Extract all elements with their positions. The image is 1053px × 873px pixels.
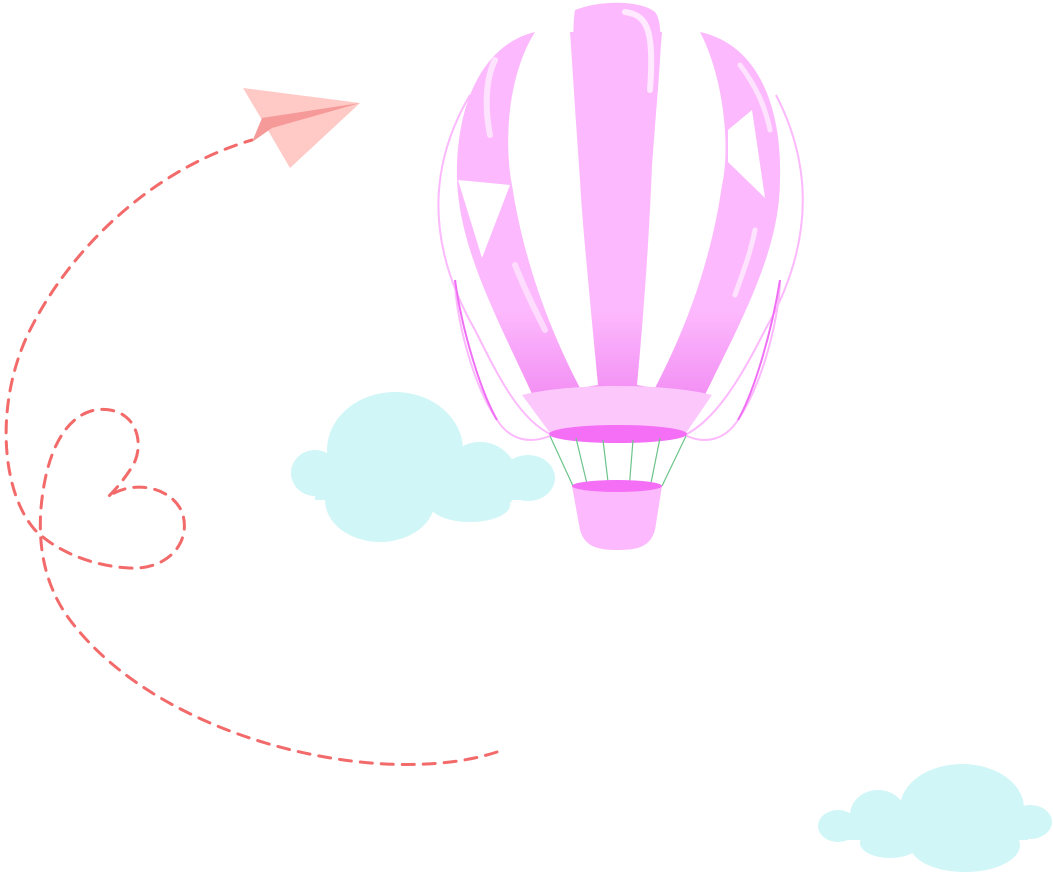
dashed-flight-path — [4, 138, 499, 766]
paper-plane-icon — [243, 88, 360, 168]
cloud-icon — [818, 764, 1052, 872]
hot-air-balloon — [437, 2, 804, 550]
cloud-icon — [291, 392, 555, 542]
